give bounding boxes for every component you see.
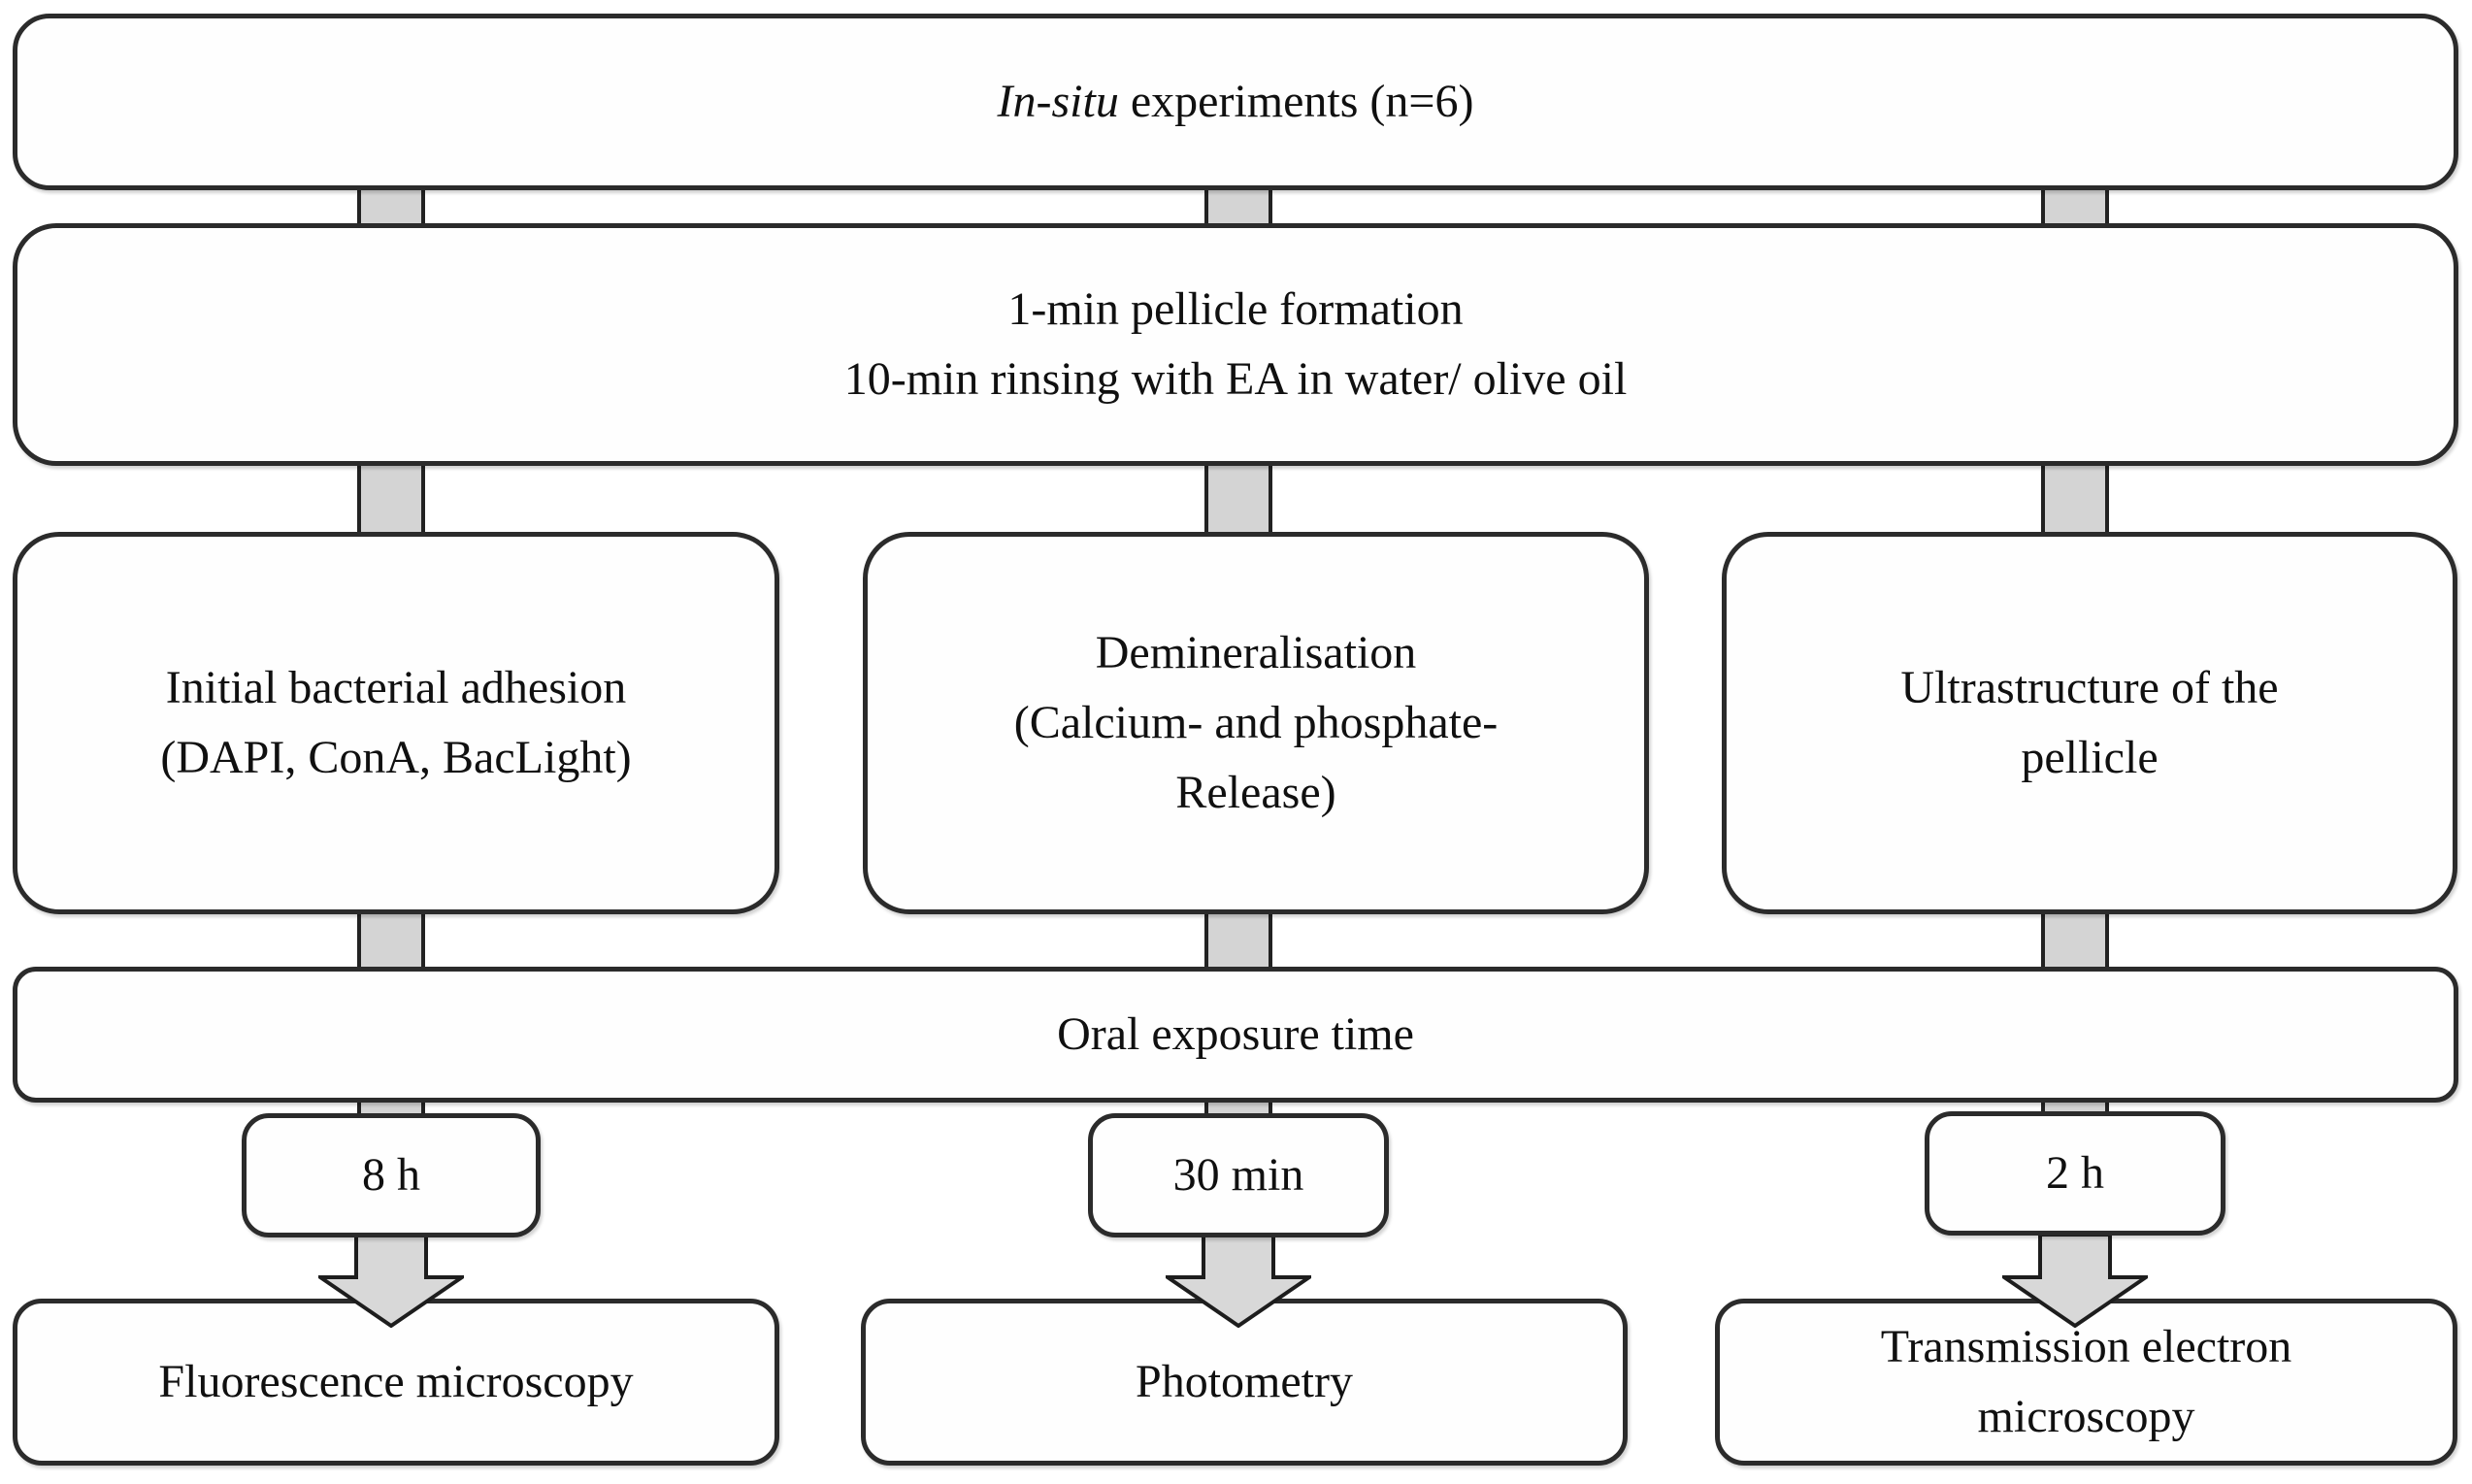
pellicle-formation-line1: 1-min pellicle formation	[1007, 283, 1464, 335]
ultrastructure-line2: pellicle	[2021, 732, 2159, 783]
photometry-label: Photometry	[1136, 1356, 1353, 1407]
adhesion-line1: Initial bacterial adhesion	[165, 662, 627, 713]
down-arrow-left-icon	[318, 1235, 464, 1328]
insitu-italic-text: In-situ	[997, 76, 1119, 127]
demineralisation-box: Demineralisation (Calcium- and phosphate…	[863, 532, 1649, 914]
insitu-experiments-box: In-situ experiments (n=6)	[13, 14, 2458, 190]
connector-r2-right	[2041, 458, 2109, 538]
insitu-rest-text: experiments (n=6)	[1118, 76, 1474, 127]
fluorescence-microscopy-box: Fluorescence microscopy	[13, 1299, 779, 1466]
down-arrow-middle-icon	[1166, 1235, 1311, 1328]
time-30min-label: 30 min	[1172, 1149, 1304, 1201]
connector-r2-middle	[1204, 458, 1272, 538]
transmission-electron-microscopy-box: Transmission electron microscopy	[1715, 1299, 2457, 1466]
pellicle-formation-line2: 10-min rinsing with EA in water/ olive o…	[843, 353, 1628, 405]
fluorescence-microscopy-label: Fluorescence microscopy	[158, 1356, 634, 1407]
time-8h-box: 8 h	[242, 1113, 541, 1237]
ultrastructure-box: Ultrastructure of the pellicle	[1722, 532, 2457, 914]
down-arrow-right-icon	[2002, 1235, 2148, 1328]
connector-r3-middle	[1204, 907, 1272, 973]
time-30min-box: 30 min	[1088, 1113, 1389, 1237]
demineralisation-line2: (Calcium- and phosphate-	[1013, 697, 1499, 748]
tem-line2: microscopy	[1977, 1391, 2195, 1442]
demineralisation-line1: Demineralisation	[1095, 627, 1417, 678]
adhesion-line2: (DAPI, ConA, BacLight)	[160, 732, 632, 783]
oral-exposure-time-label: Oral exposure time	[1057, 1008, 1414, 1060]
initial-bacterial-adhesion-box: Initial bacterial adhesion (DAPI, ConA, …	[13, 532, 779, 914]
demineralisation-line3: Release)	[1175, 767, 1336, 818]
time-8h-label: 8 h	[362, 1149, 420, 1201]
time-2h-box: 2 h	[1925, 1111, 2225, 1236]
oral-exposure-time-box: Oral exposure time	[13, 967, 2458, 1103]
connector-r3-right	[2041, 907, 2109, 973]
connector-r3-left	[357, 907, 425, 973]
time-2h-label: 2 h	[2046, 1147, 2104, 1199]
ultrastructure-line1: Ultrastructure of the	[1900, 662, 2279, 713]
insitu-experiments-label: In-situ experiments (n=6)	[17, 67, 2454, 137]
connector-r2-left	[357, 458, 425, 538]
pellicle-formation-box: 1-min pellicle formation 10-min rinsing …	[13, 223, 2458, 466]
tem-line1: Transmission electron	[1880, 1321, 2292, 1372]
